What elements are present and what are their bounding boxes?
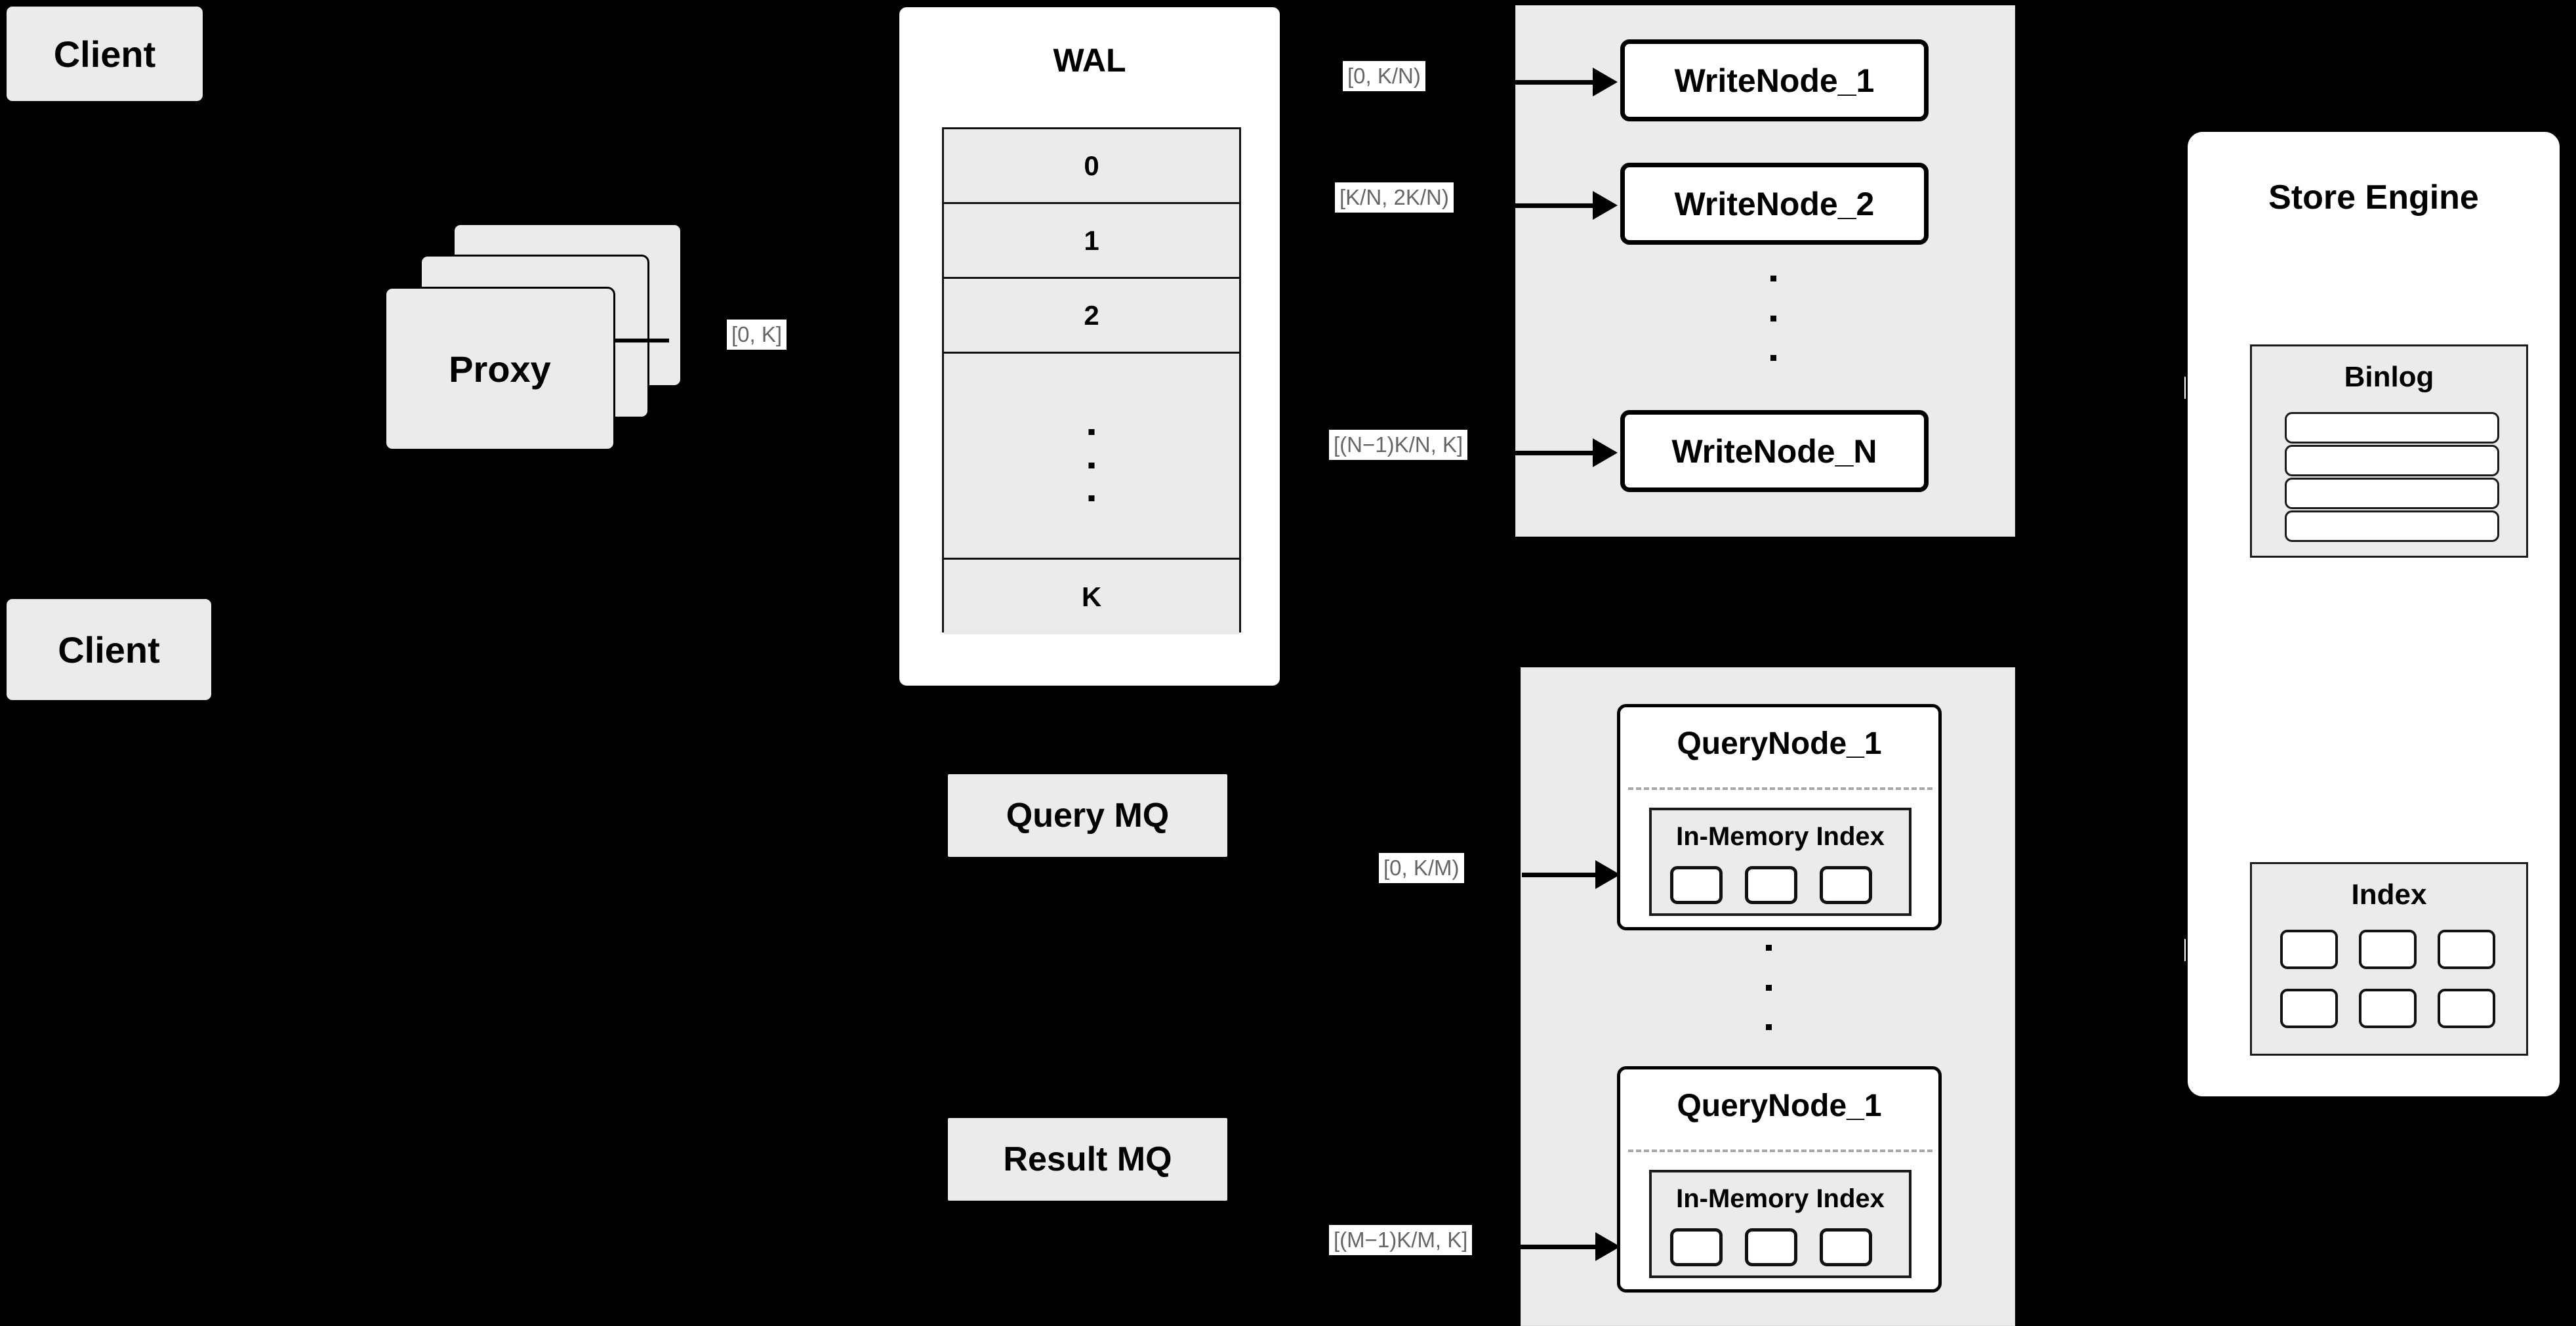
wal-row[interactable]: K bbox=[944, 560, 1239, 634]
wal-row-label: K bbox=[1081, 581, 1102, 612]
proxy-to-wal-label: [0, K] bbox=[727, 320, 787, 350]
in-memory-index-cell[interactable] bbox=[1820, 1228, 1872, 1266]
write-node-2-arrow-line bbox=[1509, 203, 1594, 208]
store-index-arrow-line bbox=[2146, 947, 2186, 951]
wal-vertical-dots-icon bbox=[1088, 429, 1095, 501]
store-engine-title: Store Engine bbox=[2268, 178, 2479, 217]
index-cell[interactable] bbox=[2280, 989, 2338, 1028]
index-cell[interactable] bbox=[2359, 989, 2417, 1028]
query-node-vertical-dots-icon bbox=[1765, 945, 1772, 1030]
binlog-row[interactable] bbox=[2285, 445, 2499, 476]
query-node-1-arrow-line bbox=[1522, 873, 1597, 877]
binlog-row[interactable] bbox=[2285, 412, 2499, 444]
write-node-2[interactable]: WriteNode_2 bbox=[1620, 163, 1929, 245]
client-box-2[interactable]: Client bbox=[5, 597, 213, 702]
query-node-m-in-memory-index: In-Memory Index bbox=[1649, 1170, 1912, 1278]
index-cell[interactable] bbox=[2280, 930, 2338, 969]
client-label-2: Client bbox=[58, 629, 160, 671]
in-memory-index-cell[interactable] bbox=[1670, 866, 1723, 904]
query-mq-box[interactable]: Query MQ bbox=[947, 773, 1229, 858]
query-node-m-title: QueryNode_1 bbox=[1677, 1088, 1882, 1123]
query-node-1[interactable]: QueryNode_1 In-Memory Index bbox=[1617, 704, 1942, 930]
binlog-row[interactable] bbox=[2285, 478, 2499, 509]
query-node-1-separator bbox=[1628, 787, 1932, 790]
write-node-2-label: WriteNode_2 bbox=[1674, 185, 1875, 222]
write-node-1-label: WriteNode_1 bbox=[1674, 62, 1875, 99]
index-cell[interactable] bbox=[2438, 989, 2495, 1028]
wal-row-ellipsis bbox=[944, 354, 1239, 560]
wal-row[interactable]: 0 bbox=[944, 129, 1239, 204]
binlog-row[interactable] bbox=[2285, 510, 2499, 542]
index-cell[interactable] bbox=[2438, 930, 2495, 969]
wal-row-list: 0 1 2 K bbox=[942, 127, 1241, 634]
wal-row[interactable]: 1 bbox=[944, 204, 1239, 279]
write-node-n-label: WriteNode_N bbox=[1671, 432, 1877, 470]
query-node-1-in-memory-index-title: In-Memory Index bbox=[1676, 822, 1885, 851]
write-node-2-arrow-head bbox=[1593, 191, 1618, 220]
client-box-1[interactable]: Client bbox=[5, 5, 205, 103]
query-node-1-in-memory-index: In-Memory Index bbox=[1649, 808, 1912, 916]
query-node-m-separator bbox=[1628, 1150, 1932, 1152]
query-node-m[interactable]: QueryNode_1 In-Memory Index bbox=[1617, 1066, 1942, 1293]
in-memory-index-cell[interactable] bbox=[1745, 866, 1797, 904]
index-cell[interactable] bbox=[2359, 930, 2417, 969]
write-node-n-arrow-head bbox=[1593, 438, 1618, 467]
write-node-vertical-dots-icon bbox=[1769, 276, 1777, 361]
in-memory-index-cell[interactable] bbox=[1745, 1228, 1797, 1266]
index-title: Index bbox=[2351, 879, 2427, 911]
wal-row-label: 1 bbox=[1084, 224, 1099, 256]
write-node-n-range-label: [(N−1)K/N, K] bbox=[1329, 430, 1468, 460]
wal-panel: WAL 0 1 2 K bbox=[897, 5, 1282, 688]
write-node-2-range-label: [K/N, 2K/N) bbox=[1335, 182, 1454, 213]
write-node-1-range-label: [0, K/N) bbox=[1343, 61, 1425, 91]
in-memory-index-cell[interactable] bbox=[1820, 866, 1872, 904]
query-mq-label: Query MQ bbox=[1006, 797, 1170, 835]
query-node-m-arrow-head bbox=[1595, 1232, 1620, 1261]
proxy-to-wal-line bbox=[615, 339, 669, 342]
index-panel: Index bbox=[2250, 862, 2528, 1056]
wal-title: WAL bbox=[1053, 42, 1126, 79]
binlog-panel: Binlog bbox=[2250, 344, 2528, 558]
write-node-1-arrow-line bbox=[1430, 80, 1594, 85]
proxy-label: Proxy bbox=[449, 348, 551, 390]
query-node-1-arrow-head bbox=[1595, 860, 1620, 889]
wal-row-label: 0 bbox=[1084, 150, 1099, 181]
store-engine-panel: Store Engine Binlog Index bbox=[2186, 130, 2562, 1098]
write-node-n-arrow-line bbox=[1511, 451, 1594, 455]
store-binlog-arrow-line bbox=[2146, 385, 2186, 389]
wal-row[interactable]: 2 bbox=[944, 279, 1239, 354]
query-node-1-title: QueryNode_1 bbox=[1677, 726, 1882, 761]
query-node-m-in-memory-index-title: In-Memory Index bbox=[1676, 1184, 1885, 1213]
write-node-1-arrow-head bbox=[1593, 68, 1618, 96]
query-node-1-range-label: [0, K/M) bbox=[1379, 853, 1464, 883]
write-node-n[interactable]: WriteNode_N bbox=[1620, 410, 1929, 492]
result-mq-box[interactable]: Result MQ bbox=[947, 1117, 1229, 1202]
wal-row-label: 2 bbox=[1084, 299, 1099, 331]
result-mq-label: Result MQ bbox=[1003, 1140, 1172, 1178]
query-node-m-range-label: [(M−1)K/M, K] bbox=[1329, 1225, 1473, 1255]
in-memory-index-cell[interactable] bbox=[1670, 1228, 1723, 1266]
proxy-box[interactable]: Proxy bbox=[384, 287, 615, 451]
client-label-1: Client bbox=[53, 33, 156, 75]
query-node-m-arrow-line bbox=[1515, 1245, 1597, 1249]
write-node-1[interactable]: WriteNode_1 bbox=[1620, 39, 1929, 121]
binlog-title: Binlog bbox=[2344, 361, 2434, 393]
